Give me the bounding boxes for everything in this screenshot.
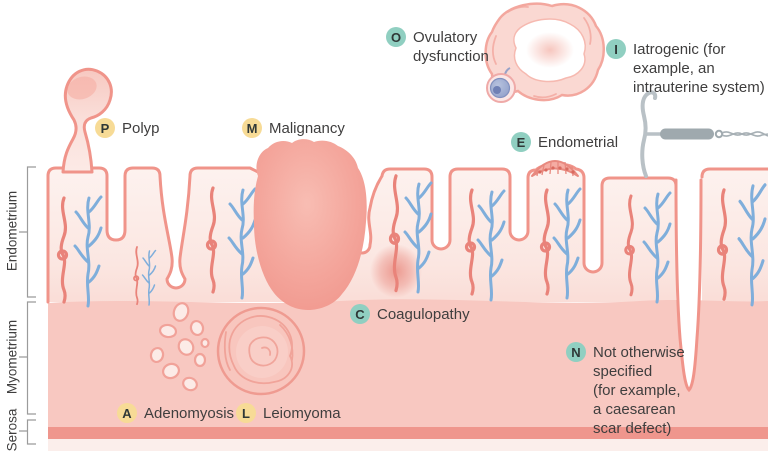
adenomyosis-illustration	[149, 302, 210, 392]
label-adenomyosis: A Adenomyosis	[117, 403, 235, 423]
endometrium-layer	[48, 163, 768, 302]
label-coagulopathy: C Coagulopathy	[350, 304, 470, 324]
oocyte	[486, 67, 516, 103]
badge-malignancy: M	[242, 118, 262, 138]
badge-ovulatory-dysfunction: O	[386, 27, 406, 47]
layer-label-endometrium: Endometrium	[4, 190, 20, 272]
label-polyp: P Polyp	[95, 118, 160, 138]
layer-label-myometrium: Myometrium	[4, 319, 20, 395]
badge-leiomyoma: L	[236, 403, 256, 423]
label-iatrogenic: I Iatrogenic (for example, an intrauteri…	[606, 39, 765, 97]
leiomyoma-illustration	[216, 306, 306, 396]
label-endometrial: E Endometrial	[511, 132, 619, 152]
label-malignancy: M Malignancy	[242, 118, 345, 138]
label-ovulatory-dysfunction-text: Ovulatory dysfunction	[413, 29, 489, 65]
polyp-illustration	[61, 67, 113, 174]
label-malignancy-text: Malignancy	[269, 120, 345, 137]
label-not-otherwise-specified-text: Not otherwise specified (for example, a …	[593, 344, 685, 437]
malignancy-illustration	[253, 139, 367, 310]
label-ovulatory-dysfunction: O Ovulatory dysfunction	[386, 27, 489, 66]
badge-iatrogenic: I	[606, 39, 626, 59]
serosa-layer	[48, 427, 768, 439]
caesarean-scar-defect	[674, 178, 703, 393]
label-polyp-text: Polyp	[122, 120, 160, 137]
badge-not-otherwise-specified: N	[566, 342, 586, 362]
below-serosa-strip	[48, 439, 768, 451]
layer-label-serosa: Serosa	[4, 408, 20, 451]
label-adenomyosis-text: Adenomyosis	[144, 405, 235, 422]
ovary-illustration	[484, 2, 605, 103]
badge-endometrial: E	[511, 132, 531, 152]
endometrial-ruffle	[531, 160, 579, 177]
label-iatrogenic-text: Iatrogenic (for example, an intrauterine…	[633, 41, 765, 96]
iud-illustration	[640, 90, 768, 178]
layer-brackets	[19, 166, 36, 445]
label-coagulopathy-text: Coagulopathy	[377, 306, 470, 323]
badge-adenomyosis: A	[117, 403, 137, 423]
label-leiomyoma: L Leiomyoma	[236, 403, 341, 423]
label-not-otherwise-specified: N Not otherwise specified (for example, …	[566, 342, 685, 438]
label-endometrial-text: Endometrial	[538, 134, 619, 151]
label-leiomyoma-text: Leiomyoma	[263, 405, 341, 422]
badge-coagulopathy: C	[350, 304, 370, 324]
badge-polyp: P	[95, 118, 115, 138]
